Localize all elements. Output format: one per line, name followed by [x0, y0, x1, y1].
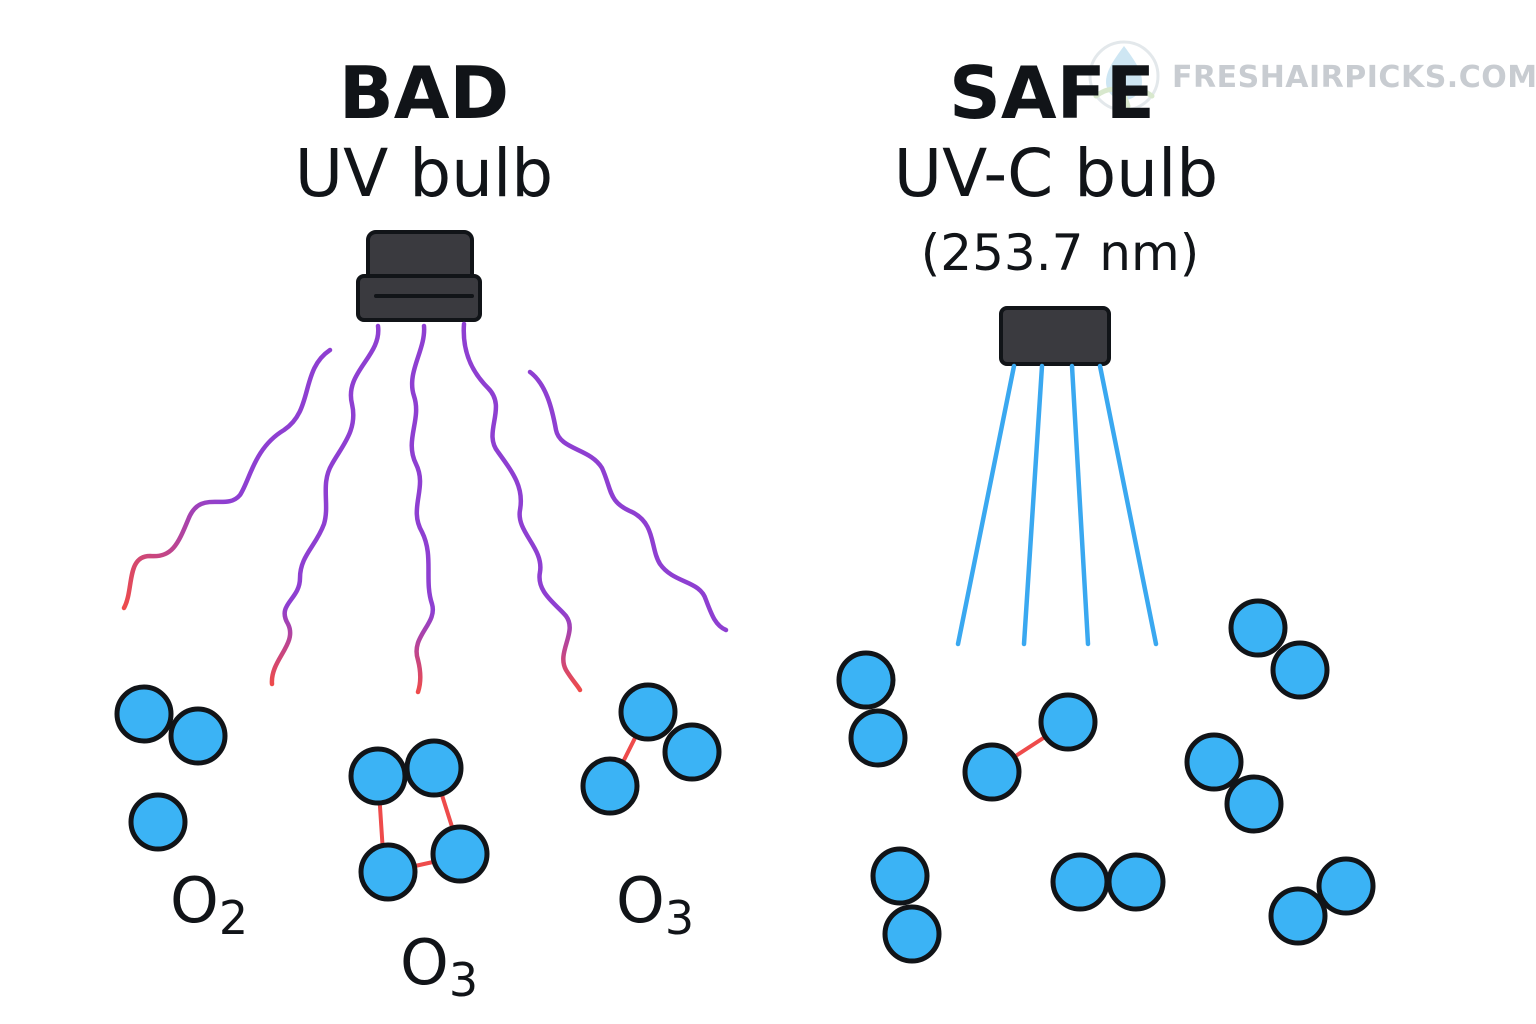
- oxygen-atom-icon: [618, 682, 678, 742]
- bad-molecules: [114, 682, 722, 902]
- oxygen-atom-icon: [1316, 856, 1376, 916]
- oxygen-atom-icon: [1270, 640, 1330, 700]
- safe-molecules: [836, 598, 1376, 964]
- oxygen-atom-icon: [580, 756, 640, 816]
- oxygen-atom-icon: [1184, 732, 1244, 792]
- bad-heading: BAD: [339, 51, 509, 135]
- safe-panel: SAFE UV-C bulb (253.7 nm): [836, 51, 1376, 964]
- watermark: FRESHAIRPICKS.COM: [1088, 40, 1536, 112]
- oxygen-atom-icon: [430, 824, 490, 884]
- wavelength-label: (253.7 nm): [921, 224, 1199, 282]
- uvc-bulb-icon: [999, 306, 1111, 366]
- oxygen-atom-icon: [358, 842, 418, 902]
- uv-ray-far-left: [121, 347, 333, 611]
- oxygen-atom-icon: [1228, 598, 1288, 658]
- uv-ray-far-right: [527, 369, 729, 633]
- oxygen-atom-icon: [114, 684, 174, 744]
- uv-ray-left: [269, 323, 381, 687]
- oxygen-atom-icon: [348, 746, 408, 806]
- oxygen-atom-icon: [870, 846, 930, 906]
- oxygen-atom-icon: [1268, 886, 1328, 946]
- formula-label-o3-center: O3: [400, 926, 478, 1007]
- oxygen-atom-icon: [168, 706, 228, 766]
- oxygen-atom-icon: [848, 708, 908, 768]
- bad-panel: BAD UV bulb: [114, 51, 729, 1007]
- uv-ray-right: [461, 321, 583, 693]
- uv-bulb-icon: [356, 230, 482, 322]
- safe-subheading: UV-C bulb: [894, 135, 1218, 212]
- oxygen-atom-icon: [128, 792, 188, 852]
- uvc-beam: [1069, 363, 1091, 647]
- oxygen-atom-icon: [662, 722, 722, 782]
- uvc-beams: [955, 363, 1159, 647]
- oxygen-atom-icon: [1050, 852, 1110, 912]
- bad-subheading: UV bulb: [295, 135, 553, 212]
- oxygen-atom-icon: [962, 742, 1022, 802]
- formula-label-o3-right: O3: [616, 864, 694, 945]
- leaf-drop-logo-icon: [1088, 40, 1160, 112]
- uvc-beam: [955, 363, 1017, 647]
- safe-heading: SAFE: [949, 51, 1155, 135]
- oxygen-atom-icon: [1224, 774, 1284, 834]
- uvc-beam: [1097, 363, 1159, 647]
- oxygen-atom-icon: [836, 650, 896, 710]
- uv-ray-center: [409, 323, 436, 695]
- oxygen-atom-icon: [404, 738, 464, 798]
- oxygen-atom-icon: [1106, 852, 1166, 912]
- uv-rays: [121, 321, 729, 695]
- uvc-beam: [1021, 363, 1045, 647]
- oxygen-atom-icon: [882, 904, 942, 964]
- watermark-text: FRESHAIRPICKS.COM: [1172, 60, 1536, 95]
- oxygen-atom-icon: [1038, 692, 1098, 752]
- formula-label-o2: O2: [170, 864, 248, 945]
